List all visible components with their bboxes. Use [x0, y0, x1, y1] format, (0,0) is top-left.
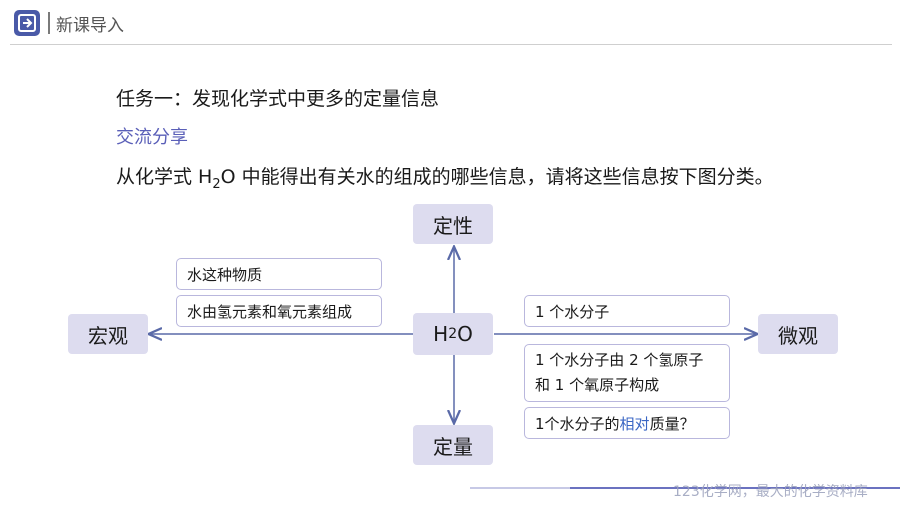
logo-icon: [14, 10, 40, 36]
node-micro: 微观: [758, 314, 838, 354]
header: 新课导入: [0, 0, 900, 45]
info-box-one-molecule: 1 个水分子: [524, 295, 730, 327]
info-box-water-substance: 水这种物质: [176, 258, 382, 290]
footer-rule-light: [470, 487, 610, 489]
task-title: 任务一：发现化学式中更多的定量信息: [116, 88, 440, 110]
node-qualitative: 定性: [413, 204, 493, 244]
node-quantitative: 定量: [413, 425, 493, 465]
share-label: 交流分享: [116, 127, 188, 148]
question-text: 从化学式 H2O 中能得出有关水的组成的哪些信息，请将这些信息按下图分类。: [116, 166, 774, 192]
footer-rule-dark: [570, 487, 900, 489]
header-rule: [10, 44, 892, 45]
header-divider: [48, 12, 50, 34]
page-title: 新课导入: [56, 16, 124, 36]
info-box-molecule-composition: 1 个水分子由 2 个氢原子 和 1 个氧原子构成: [524, 344, 730, 402]
watermark: 123化学网，最大的化学资料库: [673, 484, 868, 500]
node-macro: 宏观: [68, 314, 148, 354]
info-box-relative-mass: 1个水分子的相对质量？: [524, 407, 730, 439]
info-box-water-elements: 水由氢元素和氧元素组成: [176, 295, 382, 327]
